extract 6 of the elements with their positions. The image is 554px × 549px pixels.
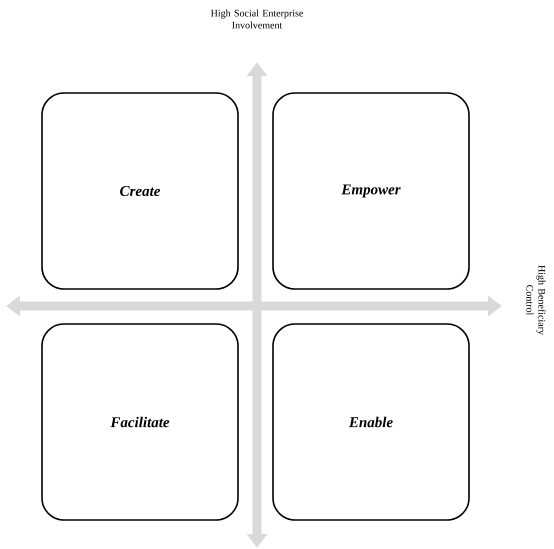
quadrant-box: Facilitate bbox=[41, 323, 239, 521]
axis-label: High Beneficiary Control bbox=[526, 265, 546, 335]
axis-label: High Social Enterprise Involvement bbox=[210, 9, 304, 29]
quadrant-box: Empower bbox=[272, 92, 470, 290]
quadrant-box: Create bbox=[41, 92, 239, 290]
quadrant-box: Enable bbox=[272, 323, 470, 521]
